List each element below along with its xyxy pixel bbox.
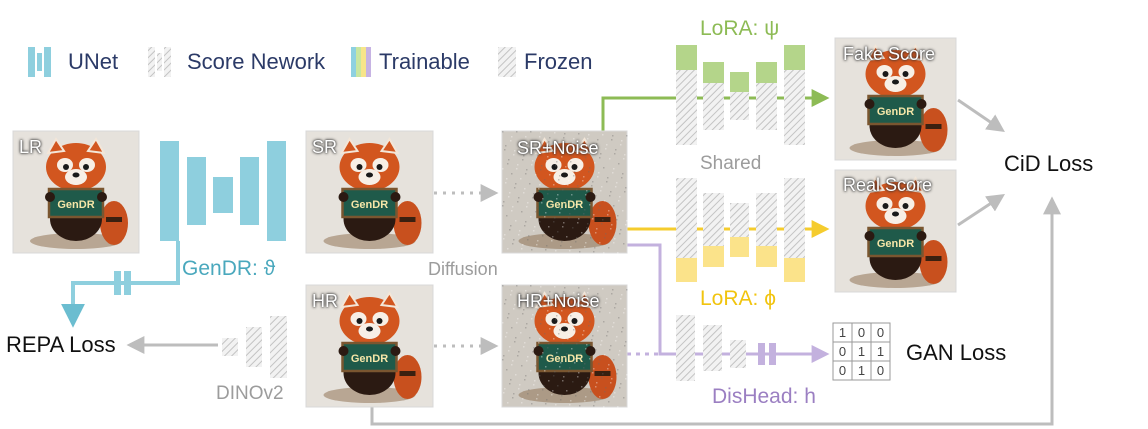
cid-loss-label: CiD Loss	[1004, 151, 1094, 176]
real-score-image-caption: Real Score	[843, 175, 933, 195]
sign-text: GenDR	[546, 353, 583, 365]
sr-image: GenDR	[305, 130, 434, 254]
sign-text: GenDR	[351, 353, 388, 365]
real-score-image: GenDR	[834, 169, 957, 293]
legend-frozen-label: Frozen	[524, 49, 593, 74]
legend-score-icon	[148, 47, 171, 77]
dishead-label: DisHead: h	[712, 385, 816, 408]
matrix-cell: 0	[839, 344, 846, 359]
legend-trainable-icon	[351, 47, 371, 77]
matrix-cell: 1	[858, 344, 865, 359]
gan-loss-label: GAN Loss	[906, 340, 1007, 365]
bottom-feedback-arrow	[370, 196, 1061, 426]
sr-noise-image: GenDR	[501, 130, 628, 254]
sr-image-caption: SR	[312, 137, 338, 157]
matrix-cell: 1	[858, 363, 865, 378]
legend-frozen-icon	[498, 47, 516, 77]
score-network-bottom	[676, 178, 805, 282]
legend-score-label: Score Nework	[187, 49, 326, 74]
sign-text: GenDR	[877, 106, 914, 118]
sign-text: GenDR	[351, 199, 388, 211]
legend-unet-icon	[28, 47, 51, 77]
repa-loss-label: REPA Loss	[6, 332, 116, 357]
sign-text: GenDR	[877, 238, 914, 250]
matrix-cell: 0	[877, 325, 884, 340]
hr-noise-image-caption: HR+Noise	[517, 291, 600, 311]
matrix-cell: 0	[858, 325, 865, 340]
lr-image-caption: LR	[19, 137, 43, 157]
fake-score-image-caption: Fake Score	[843, 44, 936, 64]
gendr-net-label: GenDR: ϑ	[182, 257, 276, 280]
fake-score-image: GenDR	[834, 37, 957, 161]
matrix-cell: 1	[877, 344, 884, 359]
legend-trainable-label: Trainable	[379, 49, 470, 74]
real-to-cid-arrow	[957, 194, 1006, 227]
diffusion-label: Diffusion	[428, 259, 498, 279]
legend-unet-label: UNet	[68, 49, 119, 74]
dinov2-label: DINOv2	[216, 383, 284, 404]
green-arrow	[601, 89, 830, 131]
hr-image-caption: HR	[312, 291, 338, 311]
gendr-unet-block	[160, 141, 286, 241]
sr-noise-image-caption: SR+Noise	[517, 138, 599, 158]
sign-text: GenDR	[57, 199, 94, 211]
lora-phi-label: LoRA: ϕ	[700, 287, 776, 310]
dishead-network	[676, 315, 776, 381]
dinov2-block	[222, 316, 287, 378]
fake-to-cid-arrow	[957, 98, 1005, 133]
shared-label: Shared	[700, 153, 762, 174]
matrix-cell: 0	[839, 363, 846, 378]
hr-image: GenDR	[305, 284, 434, 408]
hr-noise-image: GenDR	[501, 284, 628, 408]
matrix-cell: 0	[877, 363, 884, 378]
score-network-top	[676, 45, 805, 145]
sign-text: GenDR	[546, 199, 583, 211]
lr-image: GenDR	[12, 130, 140, 254]
lora-psi-label: LoRA: ψ	[700, 17, 780, 40]
matrix-cell: 1	[839, 325, 846, 340]
